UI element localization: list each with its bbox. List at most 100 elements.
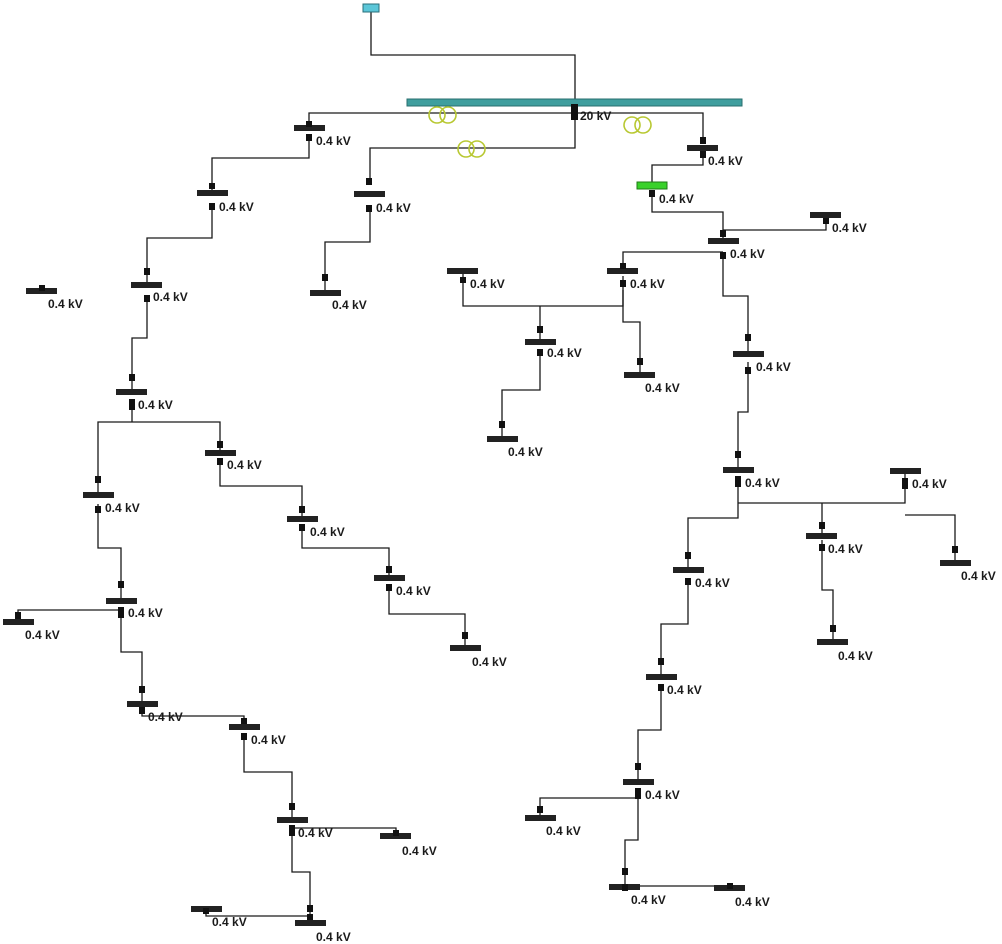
- bus[interactable]: 0.4 kV: [229, 718, 286, 747]
- line[interactable]: [388, 585, 466, 646]
- bus-bar[interactable]: [116, 389, 147, 395]
- bus[interactable]: 0.4 kV: [205, 441, 262, 472]
- line[interactable]: [291, 828, 311, 920]
- bus-bar[interactable]: [294, 125, 325, 131]
- bus[interactable]: 0.4 kV: [940, 546, 996, 583]
- line[interactable]: [131, 299, 148, 390]
- line[interactable]: [219, 460, 303, 517]
- line[interactable]: [651, 190, 724, 238]
- bus[interactable]: 0.4 kV: [354, 178, 411, 215]
- line[interactable]: [146, 205, 213, 282]
- bus-bar[interactable]: [810, 212, 841, 218]
- bus[interactable]: 0.4 kV: [197, 183, 254, 214]
- bus-bar[interactable]: [295, 920, 326, 926]
- bus[interactable]: 0.4 kV: [673, 552, 730, 590]
- line[interactable]: [120, 610, 143, 702]
- bus-bar[interactable]: [127, 701, 158, 707]
- line[interactable]: [722, 258, 749, 353]
- line-grid-feed[interactable]: [370, 12, 576, 102]
- bus[interactable]: 0.4 kV: [131, 268, 188, 304]
- bus[interactable]: 0.4 kV: [380, 830, 437, 858]
- bus[interactable]: 0.4 kV: [714, 883, 770, 909]
- bus-bar[interactable]: [623, 779, 654, 785]
- bus[interactable]: 0.4 kV: [26, 285, 83, 311]
- bus-bar[interactable]: [229, 724, 260, 730]
- bus[interactable]: 0.4 kV: [487, 421, 543, 459]
- line[interactable]: [501, 349, 541, 438]
- bus-bar[interactable]: [723, 467, 754, 473]
- line[interactable]: [622, 290, 641, 374]
- bus[interactable]: 0.4 kV: [277, 803, 333, 840]
- bus-bar[interactable]: [310, 290, 341, 296]
- line[interactable]: [97, 421, 132, 494]
- bus-bar[interactable]: [3, 619, 34, 625]
- bus-bar[interactable]: [131, 282, 162, 288]
- line[interactable]: [624, 790, 639, 886]
- bus[interactable]: 0.4 kV: [687, 137, 743, 168]
- bus-bar[interactable]: [205, 450, 236, 456]
- selected-bus-bar[interactable]: [636, 181, 668, 190]
- bus[interactable]: 0.4 kV: [191, 906, 247, 929]
- bus-bar[interactable]: [817, 639, 848, 645]
- bus[interactable]: 0.4 kV: [733, 334, 791, 374]
- bus-bar[interactable]: [197, 190, 228, 196]
- bus[interactable]: 0.4 kV: [3, 612, 60, 642]
- line[interactable]: [132, 421, 221, 450]
- bus-bar[interactable]: [733, 351, 764, 357]
- bus[interactable]: 0.4 kV: [708, 230, 765, 261]
- bus[interactable]: 0.4 kV: [723, 451, 780, 490]
- bus[interactable]: 0.4 kV: [646, 658, 702, 697]
- bus-bar[interactable]: [708, 238, 739, 244]
- bus[interactable]: 0.4 kV: [810, 212, 867, 235]
- line[interactable]: [905, 514, 956, 562]
- bus[interactable]: 0.4 kV: [624, 358, 680, 395]
- bus-bar[interactable]: [447, 268, 478, 274]
- line[interactable]: [97, 504, 122, 598]
- line[interactable]: [821, 540, 834, 641]
- transformer-icon[interactable]: [623, 116, 652, 134]
- line[interactable]: [737, 362, 749, 468]
- bus-bar[interactable]: [487, 436, 518, 442]
- bus-bar[interactable]: [806, 533, 837, 539]
- line[interactable]: [539, 797, 638, 817]
- bus[interactable]: 0.4 kV: [374, 566, 431, 598]
- bus[interactable]: 0.4 kV: [623, 763, 680, 802]
- bus-bar[interactable]: [450, 645, 481, 651]
- line[interactable]: [301, 526, 390, 576]
- bus-bar[interactable]: [890, 468, 921, 474]
- bus[interactable]: 0.4 kV: [116, 374, 173, 412]
- line[interactable]: [687, 503, 739, 570]
- bus[interactable]: 0.4 kV: [525, 806, 581, 838]
- line-feeder-3[interactable]: [575, 112, 704, 140]
- bus-bar[interactable]: [673, 567, 704, 573]
- bus[interactable]: 0.4 kV: [310, 274, 367, 312]
- line[interactable]: [324, 205, 371, 291]
- transformer-icon[interactable]: [457, 140, 486, 158]
- bus[interactable]: 0.4 kV: [609, 868, 666, 907]
- bus[interactable]: 0.4 kV: [525, 326, 582, 360]
- bus-bar[interactable]: [106, 598, 137, 604]
- bus-bar[interactable]: [525, 815, 556, 821]
- bus[interactable]: 0.4 kV: [890, 468, 947, 491]
- line[interactable]: [17, 609, 121, 620]
- bus[interactable]: 0.4 kV: [817, 625, 873, 663]
- external-grid-icon[interactable]: [362, 3, 380, 13]
- bus-bar[interactable]: [646, 674, 677, 680]
- bus[interactable]: 0.4 kV: [287, 506, 345, 539]
- line[interactable]: [723, 216, 827, 231]
- line[interactable]: [651, 154, 704, 184]
- bus-bar[interactable]: [940, 560, 971, 566]
- line[interactable]: [660, 578, 689, 677]
- bus-bar[interactable]: [525, 339, 556, 345]
- line[interactable]: [211, 137, 310, 190]
- bus-bar[interactable]: [354, 191, 385, 197]
- bus-bar[interactable]: [83, 492, 114, 498]
- bus-bar[interactable]: [287, 516, 318, 522]
- bus-bar[interactable]: [607, 268, 638, 274]
- bus[interactable]: 0.4 kV: [806, 522, 863, 556]
- bus[interactable]: 0.4 kV: [607, 263, 665, 291]
- bus[interactable]: 0.4 kV: [450, 632, 507, 669]
- bus[interactable]: 0.4 kV: [106, 581, 163, 620]
- bus[interactable]: 0.4 kV: [127, 686, 183, 724]
- bus-bar[interactable]: [687, 145, 718, 151]
